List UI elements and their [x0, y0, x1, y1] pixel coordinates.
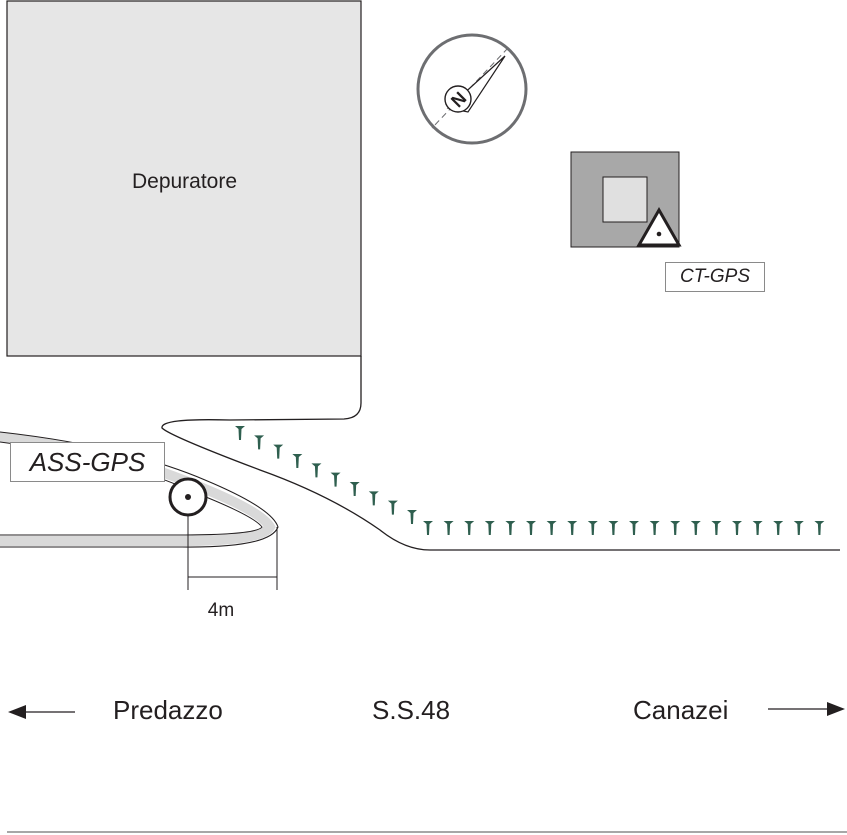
- tree-icon: [587, 521, 598, 535]
- tree-icon: [649, 521, 660, 535]
- tree-icon: [464, 521, 475, 535]
- tree-icon: [608, 521, 619, 535]
- tree-icon: [732, 521, 742, 535]
- tree-icon: [711, 521, 722, 535]
- tree-icon: [349, 482, 360, 496]
- tree-icon: [330, 472, 341, 487]
- ct-gps-inner: [602, 176, 648, 223]
- tree-icon: [773, 521, 784, 535]
- tree-icon: [368, 491, 379, 506]
- tree-icon: [443, 521, 454, 535]
- tree-icon: [505, 521, 516, 535]
- right-arrow-icon: [768, 702, 845, 716]
- ct-gps-triangle-icon: [636, 206, 682, 247]
- scale-label: 4m: [207, 600, 235, 621]
- road-edge-line: [161, 356, 840, 551]
- tree-icon: [407, 510, 417, 524]
- tree-icon: [311, 463, 322, 478]
- direction-predazzo: Predazzo: [113, 695, 223, 725]
- tree-icon: [484, 521, 495, 535]
- direction-canazei: Canazei: [633, 695, 729, 725]
- tree-icon: [567, 521, 578, 535]
- tree-icon: [752, 521, 763, 535]
- tree-icon: [690, 521, 701, 535]
- ass-gps-label: ASS-GPS: [10, 442, 165, 482]
- scale-bar: [187, 515, 278, 590]
- ct-gps-label: CT-GPS: [665, 262, 765, 292]
- tree-icon: [273, 444, 284, 459]
- tree-icon: [423, 521, 433, 535]
- depuratore-building: [6, 0, 362, 357]
- tree-icon: [387, 500, 398, 515]
- ass-gps-marker-icon: [168, 477, 208, 517]
- tree-icon: [629, 521, 639, 535]
- tree-icon: [235, 426, 245, 440]
- tree-icon: [546, 521, 557, 535]
- left-arrow-icon: [8, 705, 75, 719]
- tree-icon: [526, 521, 536, 535]
- tree-row: [235, 426, 825, 535]
- depuratore-label: Depuratore: [131, 170, 238, 193]
- tree-icon: [814, 521, 825, 535]
- road-name: S.S.48: [372, 695, 451, 725]
- tree-icon: [670, 521, 681, 535]
- tree-icon: [793, 521, 804, 535]
- tree-icon: [292, 454, 303, 468]
- north-arrow-icon: N: [416, 33, 528, 145]
- tree-icon: [254, 435, 265, 450]
